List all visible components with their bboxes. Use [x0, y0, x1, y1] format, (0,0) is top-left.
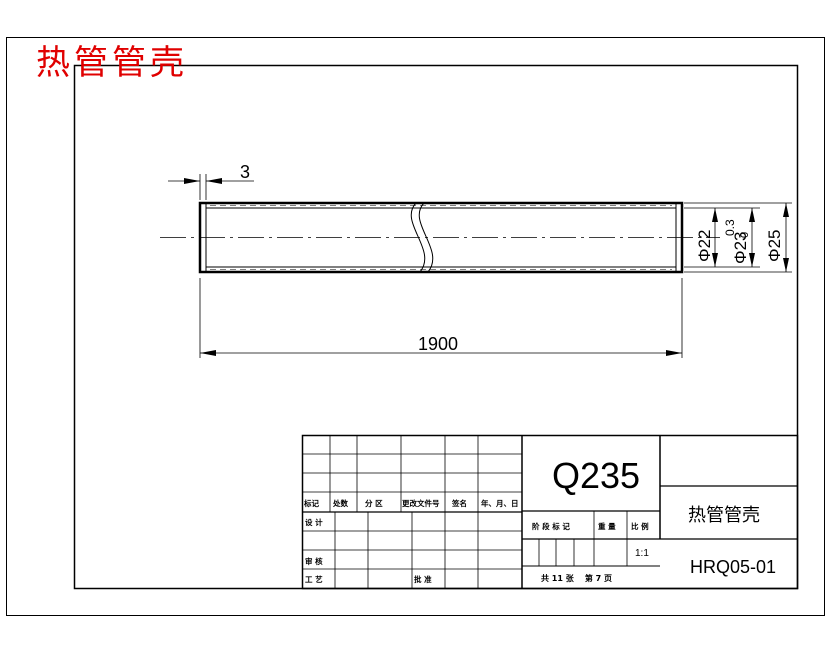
dim-outer-tol-sub: 0 [739, 232, 751, 238]
dim-outer-tol-label: Φ23 [731, 232, 750, 264]
dim-length: 1900 [199, 278, 683, 358]
dim-inner-tol: 0.3 [723, 219, 737, 236]
title-block [301, 434, 799, 590]
col-header-mark: 标记 [303, 498, 319, 508]
weight-header: 重 量 [598, 521, 616, 531]
sheet-border [6, 37, 825, 616]
col-header-date: 年、月、日 [481, 498, 519, 508]
drawing-title: 热管管壳 [36, 43, 188, 83]
dim-wall-thickness: 3 [168, 162, 254, 200]
row-process: 工 艺 [305, 574, 323, 584]
dim-inner-label: Φ22 [695, 230, 714, 262]
tube-section [160, 201, 720, 274]
row-review: 审 核 [305, 556, 323, 566]
scale-value: 1:1 [635, 548, 649, 559]
title-block-text: Q235 热管管壳 HRQ05-01 1:1 共 11 张 第 7 页 标记 处… [303, 455, 776, 584]
row-design: 设 计 [305, 517, 323, 527]
col-header-count: 处数 [332, 498, 348, 508]
col-header-doc: 更改文件号 [402, 498, 440, 508]
stage-header: 阶 段 标 记 [532, 521, 570, 531]
material-label: Q235 [552, 455, 640, 496]
dim-length-label: 1900 [418, 334, 458, 354]
dim-outer-label: Φ25 [765, 230, 784, 262]
part-name: 热管管壳 [688, 505, 760, 526]
col-header-sign: 签名 [451, 498, 467, 508]
row-approve: 批 准 [414, 574, 432, 584]
scale-header: 比 例 [631, 521, 649, 531]
dim-wall-label: 3 [240, 162, 250, 182]
drawing-number: HRQ05-01 [690, 557, 776, 577]
dim-diameters: Φ22 0.3 Φ23 0 Φ25 [684, 202, 792, 273]
sheet-info: 共 11 张 第 7 页 [541, 573, 612, 583]
col-header-zone: 分 区 [365, 498, 383, 508]
